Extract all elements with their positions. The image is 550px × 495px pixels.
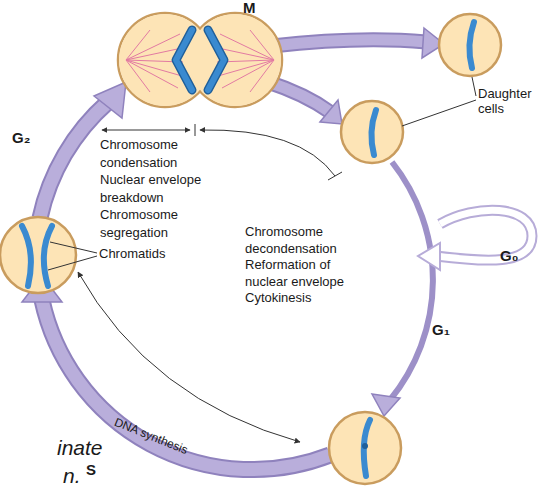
phase-label: M (243, 0, 256, 16)
range-bracket (102, 130, 190, 131)
g2-phase-arrow (40, 102, 108, 218)
chromosome (371, 110, 376, 155)
chromosome (208, 30, 224, 90)
chromatid (22, 226, 31, 286)
bracket-tick (328, 172, 342, 180)
phase-label: S (86, 462, 96, 478)
s-phase-arrow (42, 300, 330, 470)
division-arrow (272, 40, 426, 46)
daughter-cell (341, 101, 403, 163)
s-phase-arrow-edge (42, 300, 330, 470)
division-arrowhead (320, 100, 342, 124)
leader-line (402, 100, 476, 126)
g2-phase-arrow-edge (40, 102, 108, 218)
chromosome (469, 22, 474, 68)
division-arrow-edge (268, 82, 330, 112)
g0-loop-arrowhead (418, 243, 440, 270)
g2-phase-arrowhead (94, 82, 126, 118)
phase-label: G₀ (500, 248, 518, 264)
daughter-cell (439, 14, 501, 76)
phase-label: G₂ (12, 130, 30, 146)
chromosome (208, 30, 224, 90)
dividing-cell-outline (188, 13, 282, 107)
leader-line (48, 256, 97, 270)
callout-label: Daughter cells (478, 86, 540, 116)
chromosome (176, 30, 192, 90)
process-note: Chromosome condensation Nuclear envelope… (100, 136, 210, 241)
leader-line (472, 77, 476, 96)
chromatid (44, 226, 52, 286)
callout-label: Chromatids (99, 246, 165, 262)
centromere (362, 443, 368, 449)
spindle-fibers (126, 30, 274, 92)
division-arrow (268, 82, 330, 112)
truncated-text: n. (63, 468, 81, 484)
process-note: Chromosome decondensation Reformation of… (245, 224, 357, 307)
phase-label: G₁ (432, 322, 450, 338)
truncated-text: inate (57, 440, 103, 456)
chromosome (176, 30, 192, 90)
division-arrow-edge (272, 40, 426, 46)
dividing-cell (189, 14, 281, 106)
cell (329, 412, 401, 484)
range-bracket (200, 130, 335, 176)
bracket-tick (195, 124, 196, 136)
cell (0, 217, 76, 293)
leader-line (50, 242, 97, 253)
g1-phase-arrow (390, 162, 433, 400)
